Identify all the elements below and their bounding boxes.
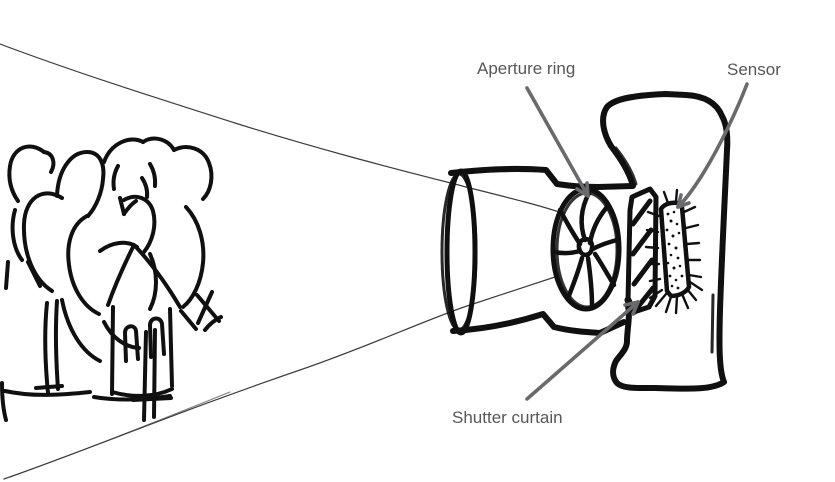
scene-trees-icon xyxy=(4,136,223,422)
sensor-sketch-icon xyxy=(644,188,704,315)
shutter-curtain-arrow xyxy=(525,300,640,401)
sensor-stipple-dots xyxy=(665,210,684,290)
shutter-curtain-label: Shutter curtain xyxy=(452,408,563,427)
light-ray-bottom-double-icon xyxy=(9,391,231,478)
scene-house-icon xyxy=(98,240,198,398)
aperture-iris-icon xyxy=(550,186,622,312)
aperture-ring-arrow xyxy=(525,86,590,198)
aperture-ring-label: Aperture ring xyxy=(477,59,576,78)
scene-ground-icon xyxy=(0,381,173,422)
camera-body-icon xyxy=(595,91,731,392)
sensor-arrow xyxy=(676,82,749,209)
shutter-curtain-sketch-icon xyxy=(624,186,659,316)
sensor-label: Sensor xyxy=(727,60,781,79)
light-ray-top-icon xyxy=(0,43,563,214)
